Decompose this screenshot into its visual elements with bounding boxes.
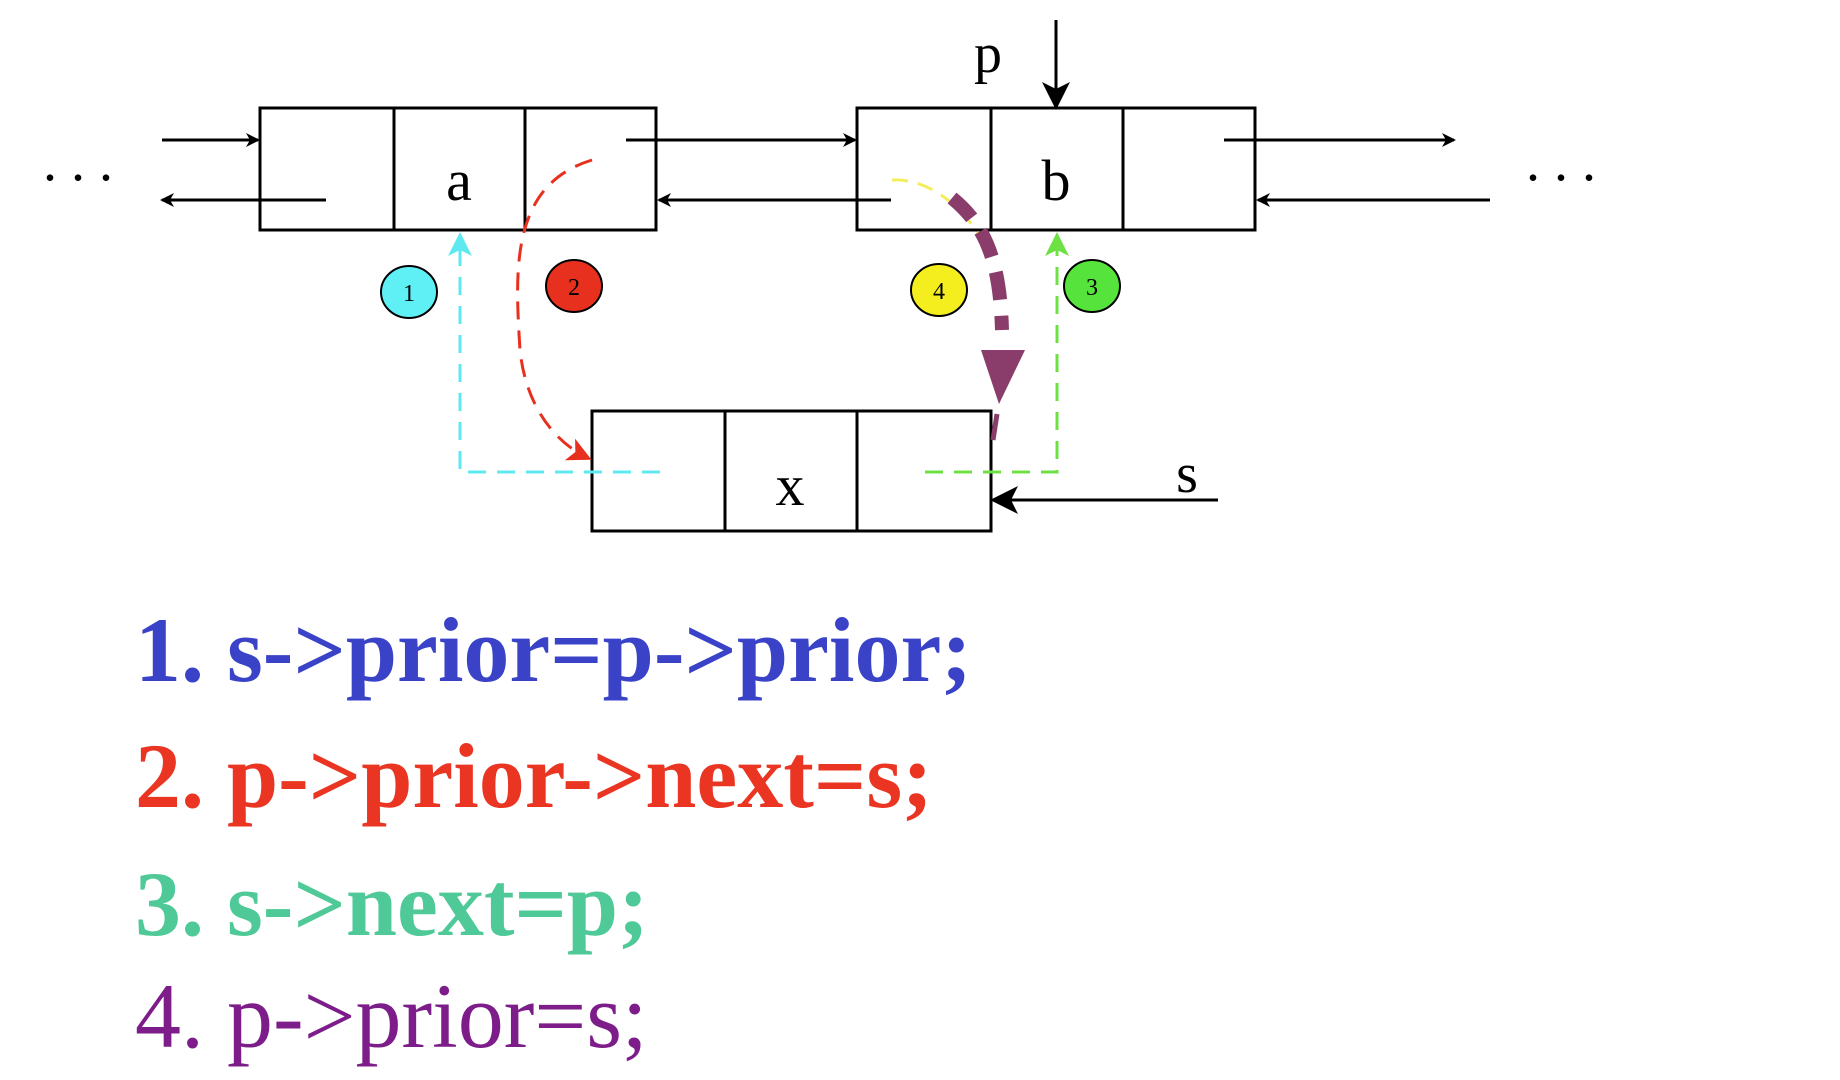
step3-number: 3 [1086, 275, 1098, 301]
step1-marker: 1 [380, 265, 438, 319]
code-line-3: 3. s->next=p; [135, 853, 649, 955]
step4-link [947, 192, 1009, 331]
node-x-label: x [776, 453, 805, 518]
code-line-1: 1. s->prior=p->prior; [135, 599, 972, 701]
step3-link [925, 232, 1069, 474]
node-a-label: a [446, 148, 472, 213]
step4-tail [990, 413, 1000, 441]
p-pointer-label: p [974, 23, 1002, 85]
step1-link [448, 232, 660, 474]
step2-number: 2 [568, 275, 580, 301]
step2-circle [545, 259, 603, 313]
step3-marker: 3 [1063, 259, 1121, 313]
s-pointer-label: s [1176, 443, 1198, 505]
code-line-2: 2. p->prior->next=s; [135, 725, 933, 827]
left-ellipsis: ... [43, 131, 127, 193]
node-a: a [258, 106, 658, 232]
node-b-box [855, 106, 1257, 232]
node-b-label: b [1042, 148, 1071, 213]
step3-circle [1063, 259, 1121, 313]
right-ellipsis: ... [1526, 131, 1610, 193]
step4-number: 4 [933, 279, 945, 305]
step4-marker: 4 [910, 263, 968, 317]
step4-arrowhead [981, 350, 1025, 404]
step2-link [516, 158, 593, 461]
step1-number: 1 [403, 281, 415, 307]
node-a-box [258, 106, 658, 232]
code-line-4: 4. p->prior=s; [135, 965, 648, 1067]
node-b: b [855, 106, 1257, 232]
step1-circle [380, 265, 438, 319]
step4-circle [910, 263, 968, 317]
step2-marker: 2 [545, 259, 603, 313]
